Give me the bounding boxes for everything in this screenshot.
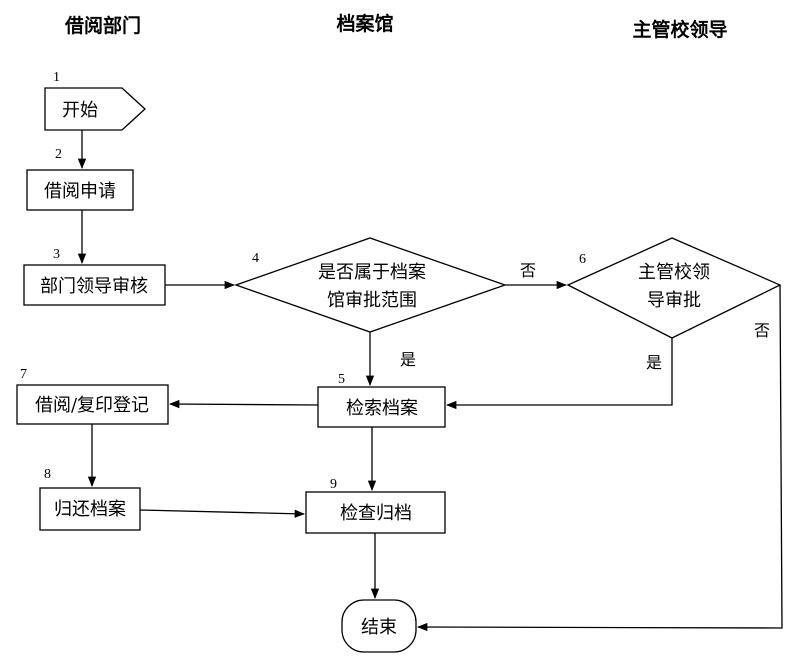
edge-leader-no: [416, 284, 783, 632]
dept-review-label: 部门领导审核: [40, 276, 148, 297]
scope-decision-number: 4: [252, 251, 259, 266]
leader-approval-line2: 导审批: [647, 290, 701, 311]
return-label: 归还档案: [54, 499, 126, 520]
edge-retrieve-to-register: [168, 399, 319, 409]
start-number: 1: [53, 70, 60, 85]
dept-review-number: 3: [53, 247, 60, 262]
apply-label: 借阅申请: [44, 181, 116, 202]
leader-approval-node: [566, 237, 782, 339]
check-archive-label: 检查归档: [340, 503, 412, 524]
scope-decision-node: [234, 237, 507, 333]
scope-no-label: 否: [520, 261, 536, 280]
leader-yes-label: 是: [646, 353, 662, 372]
edge-return-to-check: [139, 509, 306, 518]
retrieve-label: 检索档案: [346, 398, 418, 419]
header-leader: 主管校领导: [632, 18, 727, 41]
end-node: [341, 599, 417, 653]
edge-leader-yes: [445, 338, 673, 410]
header-archives: 档案馆: [336, 12, 393, 35]
leader-approval-number: 6: [579, 252, 586, 267]
start-node: [44, 87, 146, 131]
scope-decision-line2: 馆审批范围: [327, 290, 417, 311]
start-label: 开始: [62, 100, 98, 121]
register-label: 借阅/复印登记: [35, 395, 149, 416]
return-number: 8: [44, 467, 51, 482]
scope-yes-label: 是: [400, 350, 416, 369]
check-archive-node: [305, 491, 446, 534]
check-archive-number: 9: [330, 477, 337, 492]
register-number: 7: [20, 367, 27, 382]
header-borrow-dept: 借阅部门: [64, 14, 141, 37]
apply-node: [26, 169, 134, 211]
return-node: [39, 487, 141, 531]
apply-number: 2: [55, 147, 62, 162]
retrieve-node: [317, 386, 446, 428]
end-label: 结束: [361, 617, 397, 638]
leader-no-label: 否: [754, 321, 770, 340]
leader-approval-line1: 主管校领: [638, 262, 710, 283]
scope-decision-line1: 是否属于档案: [318, 262, 426, 283]
retrieve-number: 5: [338, 372, 345, 387]
